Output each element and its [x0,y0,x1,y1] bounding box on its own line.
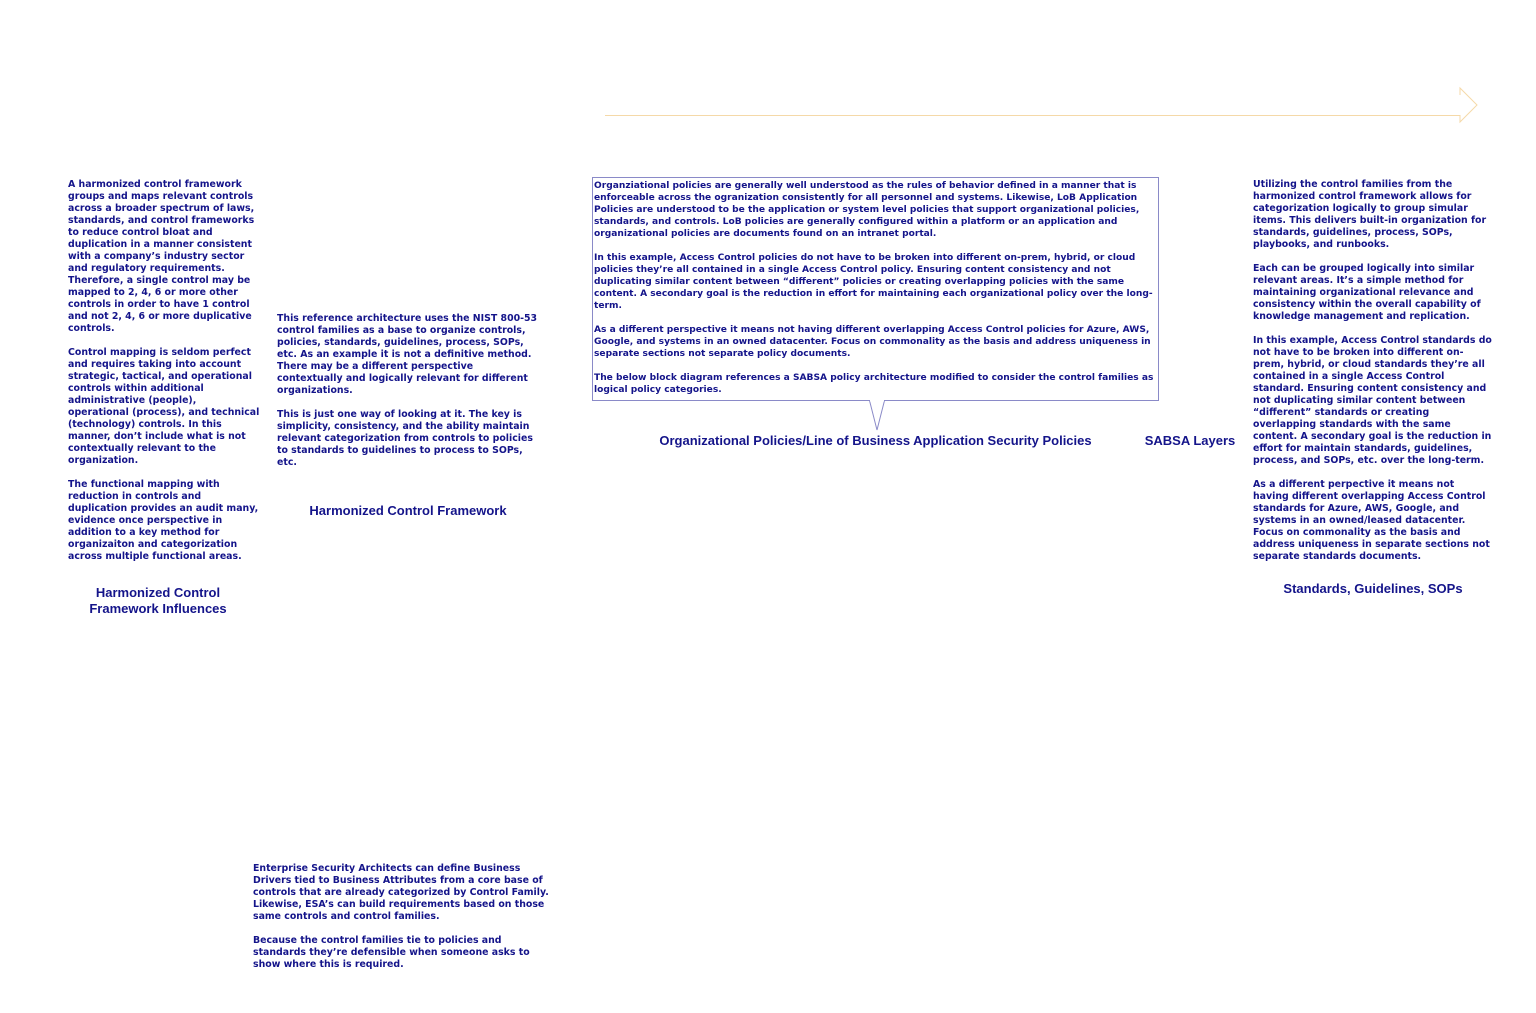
policies-title: Organizational Policies/Line of Business… [659,433,1092,448]
policies-text: Organziational policies are generally we… [594,180,1157,396]
influences-title: Harmonized Control Framework Influences [89,585,227,616]
framework-text: This reference architecture uses the NIS… [277,313,539,469]
esa-text: Enterprise Security Architects can defin… [253,863,557,983]
paragraph: In this example, Access Control standard… [1253,335,1492,466]
progress-arrow [605,86,1478,124]
paragraph: The functional mapping with reduction in… [68,479,259,562]
paragraph: Because the control families tie to poli… [253,935,530,970]
paragraph: Control mapping is seldom perfect and re… [68,347,260,466]
standards-text: Utilizing the control families from the … [1253,179,1493,563]
paragraph: As a different perspective it means not … [594,325,1151,359]
policies-column: Organziational policies are generally we… [592,177,1159,449]
influences-column: A harmonized control framework groups an… [68,179,260,617]
sabsa-layers-label: SABSA Layers [1144,433,1236,448]
paragraph: Organziational policies are generally we… [594,181,1140,239]
arrow-shape [605,86,1478,124]
paragraph: This is just one way of looking at it. T… [277,409,533,468]
paragraph: A harmonized control framework groups an… [68,179,255,334]
framework-column: This reference architecture uses the NIS… [277,313,539,519]
policies-callout-box: Organziational policies are generally we… [592,177,1159,401]
paragraph: Each can be grouped logically into simil… [1253,263,1481,322]
paragraph: Enterprise Security Architects can defin… [253,863,549,922]
paragraph: The below block diagram references a SAB… [594,373,1154,395]
callout-pointer [869,400,885,431]
paragraph: This reference architecture uses the NIS… [277,313,538,396]
paragraph: In this example, Access Control policies… [594,253,1153,311]
paragraph: Utilizing the control families from the … [1253,179,1487,250]
framework-title: Harmonized Control Framework [309,503,507,518]
standards-title: Standards, Guidelines, SOPs [1283,581,1463,596]
influences-text: A harmonized control framework groups an… [68,179,260,563]
paragraph: As a different perpective it means not h… [1253,479,1490,562]
standards-column: Utilizing the control families from the … [1253,179,1493,597]
policies-title-row: Organizational Policies/Line of Business… [592,433,1159,449]
